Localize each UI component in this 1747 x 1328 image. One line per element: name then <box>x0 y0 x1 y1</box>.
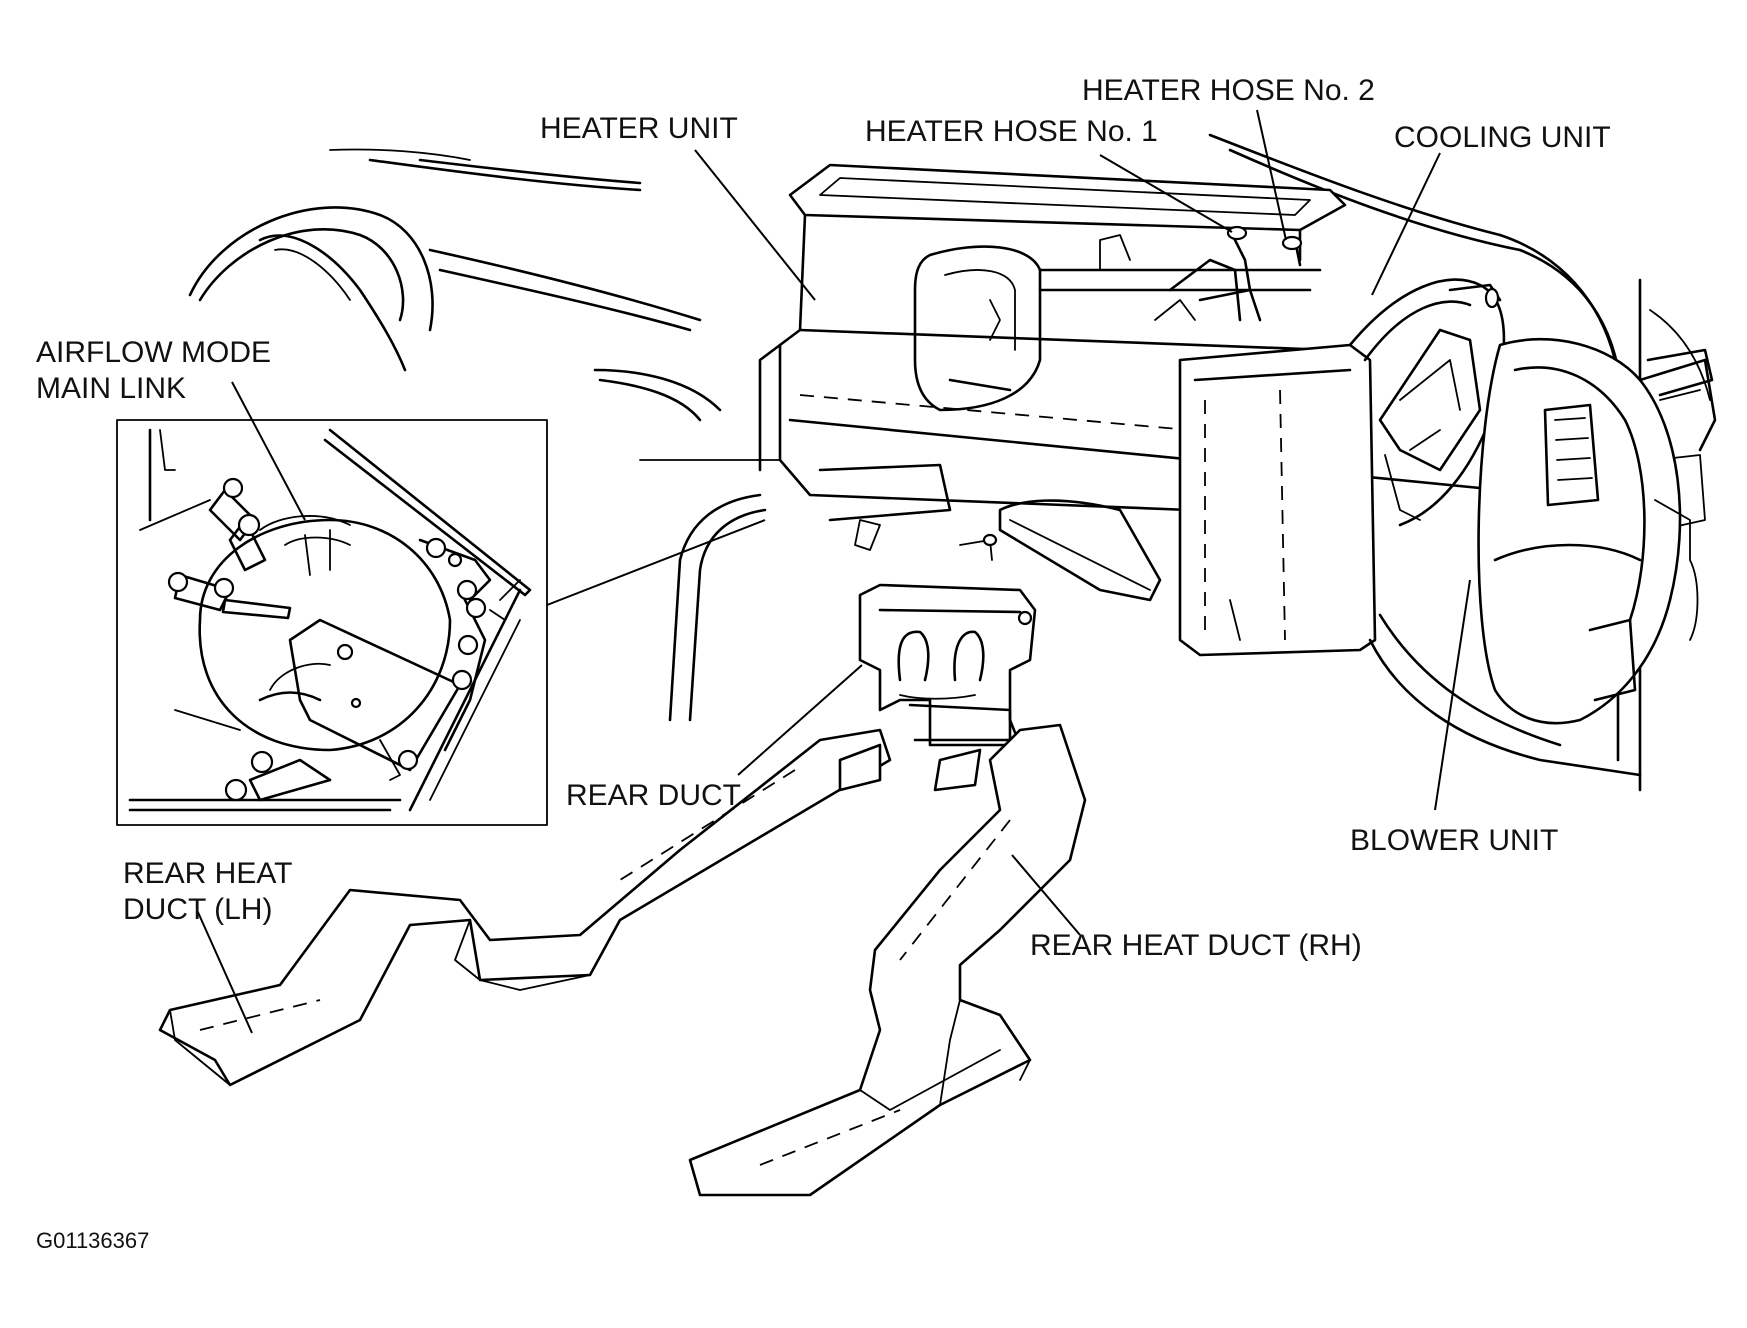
cooling-unit <box>1178 278 1506 657</box>
rear-heat-duct-rh <box>688 723 1087 1197</box>
leader-rear-duct <box>737 664 863 776</box>
leader-rear-heat-rh <box>1011 854 1081 936</box>
leader-heater-hose-2 <box>1256 109 1287 241</box>
rear-heat-duct-lh-label-line1: REAR HEAT <box>123 857 292 890</box>
rear-duct-label: REAR DUCT <box>566 779 741 812</box>
leader-heater-unit <box>694 149 816 301</box>
rear-heat-duct-lh <box>158 728 982 1087</box>
heater-unit <box>758 163 1502 602</box>
leader-rear-heat-lh <box>196 909 253 1034</box>
heater-unit-label: HEATER UNIT <box>540 112 738 145</box>
heater-hoses <box>1168 225 1303 322</box>
leader-airflow-mode <box>231 381 306 521</box>
leader-heater-hose-1 <box>1099 154 1233 233</box>
rear-heat-duct-rh-label: REAR HEAT DUCT (RH) <box>1030 929 1362 962</box>
figure-code: G01136367 <box>36 1228 149 1253</box>
leader-inset <box>546 519 766 606</box>
leader-lines <box>196 109 1471 1034</box>
airflow-mode-label-line2: MAIN LINK <box>36 372 186 405</box>
blower-unit <box>1368 337 1717 777</box>
blower-unit-label: BLOWER UNIT <box>1350 824 1558 857</box>
cooling-unit-label: COOLING UNIT <box>1394 121 1611 154</box>
dashboard-outline <box>188 133 1714 792</box>
heater-hose-2-label: HEATER HOSE No. 2 <box>1082 74 1375 107</box>
airflow-mode-label-line1: AIRFLOW MODE <box>36 336 271 369</box>
leader-cooling-unit <box>1371 152 1441 296</box>
airflow-mode-inset <box>116 419 548 826</box>
leader-blower-unit <box>1434 579 1471 811</box>
heater-hose-1-label: HEATER HOSE No. 1 <box>865 115 1158 148</box>
rear-duct <box>858 533 1037 747</box>
rear-heat-duct-lh-label-line2: DUCT (LH) <box>123 893 272 926</box>
